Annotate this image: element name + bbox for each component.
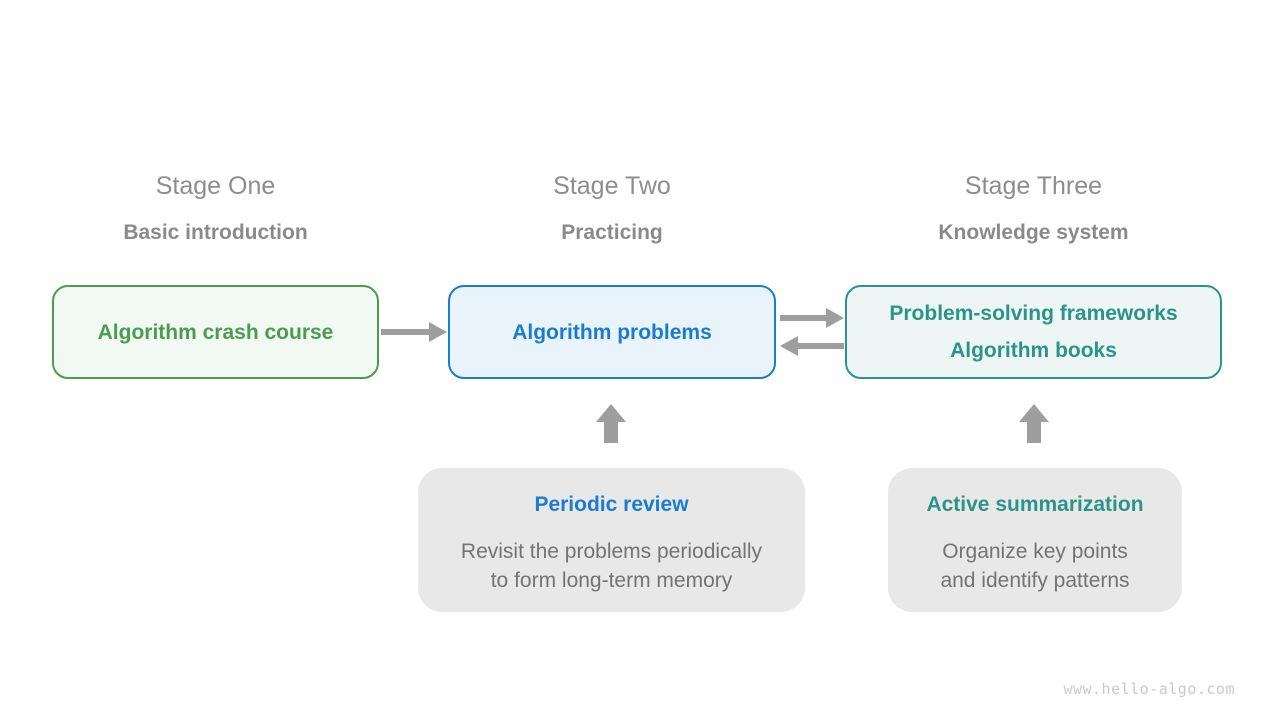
arrow-stage1-to-stage2-icon: [381, 322, 447, 342]
arrow-periodic-review-up-icon: [596, 404, 626, 443]
arrow-stage2-to-stage3-icon: [780, 308, 844, 328]
stage-two-title: Stage Two: [553, 172, 671, 200]
node-label: Algorithm books: [950, 339, 1117, 362]
note-body-line: to form long-term memory: [490, 569, 733, 592]
note-body: Revisit the problems periodically to for…: [418, 537, 805, 595]
stage-three-title: Stage Three: [964, 172, 1103, 200]
note-periodic-review: Periodic review Revisit the problems per…: [418, 468, 805, 612]
note-title: Active summarization: [926, 493, 1144, 516]
arrow-stage3-to-stage2-icon: [780, 336, 844, 356]
node-algorithm-problems: Algorithm problems: [448, 285, 776, 379]
node-label: Algorithm problems: [512, 320, 712, 344]
node-label: Problem-solving frameworks: [889, 302, 1178, 325]
stage-one-title: Stage One: [155, 172, 276, 200]
note-active-summarization: Active summarization Organize key points…: [888, 468, 1182, 612]
node-label: Algorithm crash course: [97, 320, 334, 344]
node-algorithm-crash-course: Algorithm crash course: [52, 285, 379, 379]
note-body-line: Organize key points: [942, 540, 1128, 563]
stage-one-subtitle: Basic introduction: [123, 221, 308, 244]
watermark: www.hello-algo.com: [1063, 680, 1235, 698]
note-title: Periodic review: [534, 493, 689, 516]
arrow-active-summarization-up-icon: [1019, 404, 1049, 443]
stage-three-subtitle: Knowledge system: [938, 221, 1129, 244]
stage-two-subtitle: Practicing: [561, 221, 663, 244]
note-body: Organize key points and identify pattern…: [888, 537, 1182, 595]
node-knowledge-system: Problem-solving frameworks Algorithm boo…: [845, 285, 1222, 379]
note-body-line: Revisit the problems periodically: [460, 540, 763, 563]
note-body-line: and identify patterns: [940, 569, 1130, 592]
